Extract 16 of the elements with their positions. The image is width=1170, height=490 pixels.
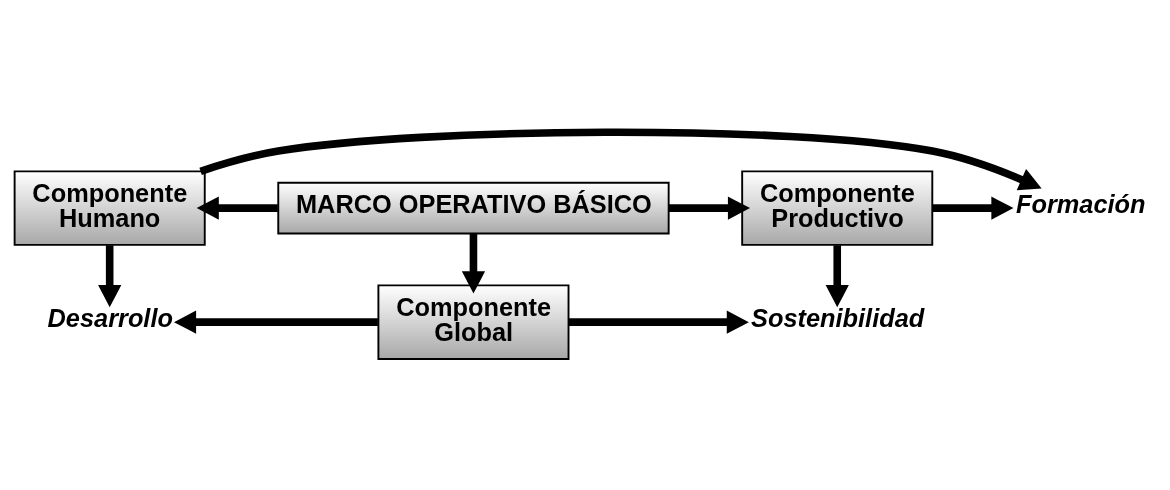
arrow [932,195,1014,220]
arrow [173,310,378,334]
node-text: Sostenibilidad [751,303,925,332]
arrow [568,310,749,334]
node-box: Componente Global [377,283,570,360]
arrow [196,195,278,220]
node-box: Componente Humano [13,169,206,246]
node-text: Desarrollo [47,303,173,332]
arrow [98,244,122,307]
arrow [199,127,1042,190]
arrow [668,195,751,220]
node-box: MARCO OPERATIVO BÁSICO [277,181,670,234]
arrow [461,233,486,293]
node-text: Formación [1015,189,1146,218]
arrow [825,244,849,307]
node-box: Componente Productivo [741,169,934,246]
